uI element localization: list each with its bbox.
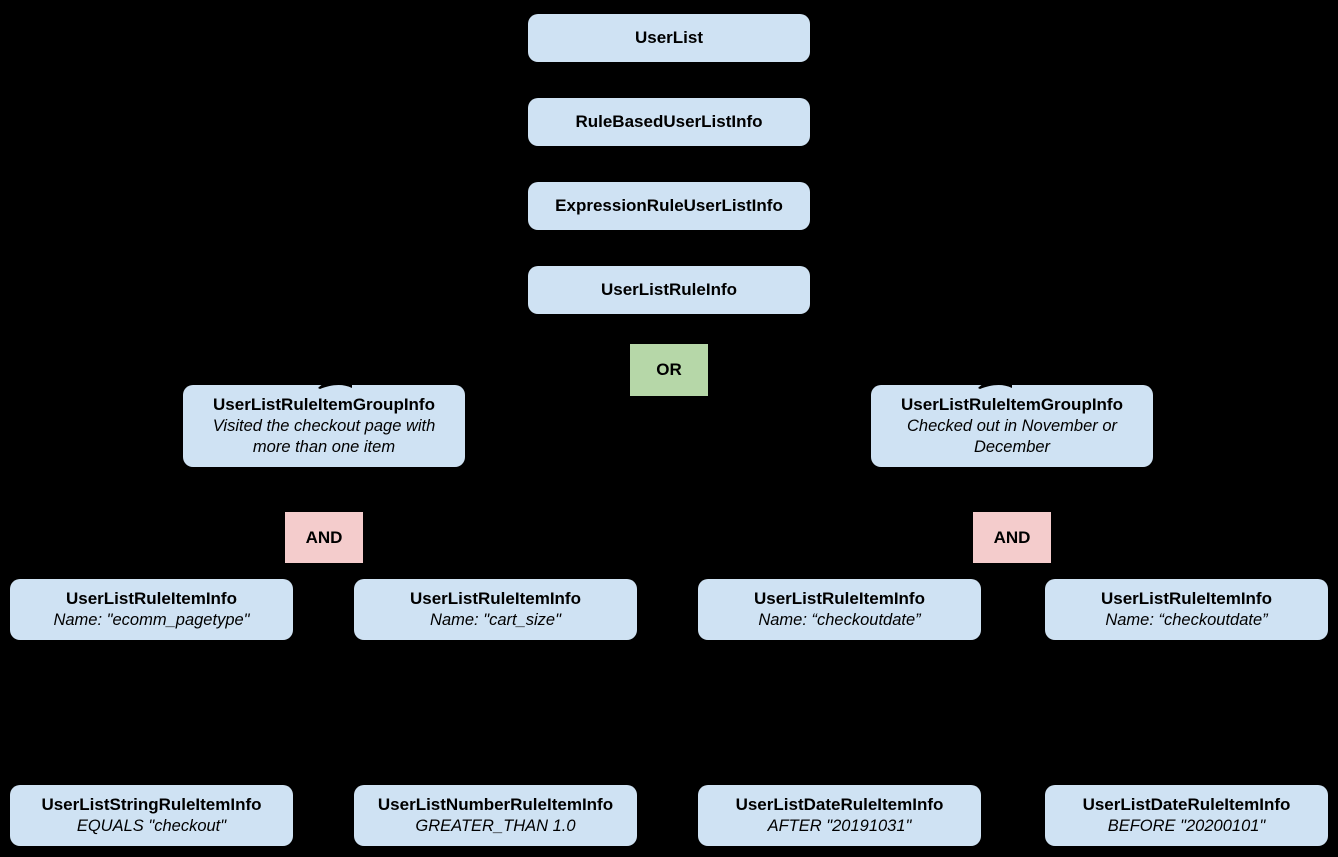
node-subtitle: Name: “checkoutdate” xyxy=(758,610,921,629)
node-dateruleiteminfo-after: UserListDateRuleItemInfo AFTER "20191031… xyxy=(698,785,981,846)
node-dateruleiteminfo-before: UserListDateRuleItemInfo BEFORE "2020010… xyxy=(1045,785,1328,846)
node-userlistruleinfo: UserListRuleInfo xyxy=(528,266,810,314)
node-stringruleiteminfo: UserListStringRuleItemInfo EQUALS "check… xyxy=(10,785,293,846)
node-rulebaseduserlistinfo: RuleBasedUserListInfo xyxy=(528,98,810,146)
node-subtitle: Visited the checkout page with more than… xyxy=(212,416,436,456)
node-or-operator: OR xyxy=(630,344,708,396)
node-ruleitem-checkoutdate-2: UserListRuleItemInfo Name: “checkoutdate… xyxy=(1045,579,1328,640)
node-subtitle: EQUALS "checkout" xyxy=(76,816,227,835)
node-ruleitem-cart-size: UserListRuleItemInfo Name: "cart_size" xyxy=(354,579,637,640)
node-title: ExpressionRuleUserListInfo xyxy=(555,196,783,216)
node-title: UserListRuleItemInfo xyxy=(1101,589,1272,609)
node-and-operator-right: AND xyxy=(973,512,1051,563)
node-title: UserListDateRuleItemInfo xyxy=(1082,795,1291,815)
node-subtitle: Name: "ecomm_pagetype" xyxy=(53,610,250,629)
node-title: UserListRuleInfo xyxy=(600,280,738,300)
node-title: UserListRuleItemGroupInfo xyxy=(213,395,435,415)
node-subtitle: GREATER_THAN 1.0 xyxy=(415,816,576,835)
node-expressionruleuserlistinfo: ExpressionRuleUserListInfo xyxy=(528,182,810,230)
node-title: UserListRuleItemInfo xyxy=(754,589,925,609)
node-subtitle: AFTER "20191031" xyxy=(767,816,912,835)
node-title: RuleBasedUserListInfo xyxy=(575,112,763,132)
node-and-operator-left: AND xyxy=(285,512,363,563)
connector-arrowhead-icon xyxy=(318,378,352,389)
node-title: UserListStringRuleItemInfo xyxy=(41,795,262,815)
node-title: UserListRuleItemInfo xyxy=(410,589,581,609)
node-ruleitem-ecomm-pagetype: UserListRuleItemInfo Name: "ecomm_pagety… xyxy=(10,579,293,640)
node-subtitle: Name: “checkoutdate” xyxy=(1105,610,1268,629)
node-subtitle: Checked out in November or December xyxy=(906,416,1118,456)
operator-label: OR xyxy=(656,360,682,379)
node-subtitle: Name: "cart_size" xyxy=(430,610,561,629)
node-numberruleiteminfo: UserListNumberRuleItemInfo GREATER_THAN … xyxy=(354,785,637,846)
node-title: UserList xyxy=(634,28,704,48)
operator-label: AND xyxy=(305,527,343,547)
node-userlist: UserList xyxy=(528,14,810,62)
operator-label: AND xyxy=(993,527,1031,547)
node-title: UserListRuleItemGroupInfo xyxy=(901,395,1123,415)
node-title: UserListRuleItemInfo xyxy=(66,589,237,609)
node-subtitle: BEFORE "20200101" xyxy=(1107,816,1266,835)
node-title: UserListDateRuleItemInfo xyxy=(735,795,944,815)
node-group-checked-out-nov-dec: UserListRuleItemGroupInfo Checked out in… xyxy=(871,385,1153,467)
node-ruleitem-checkoutdate-1: UserListRuleItemInfo Name: “checkoutdate… xyxy=(698,579,981,640)
connector-arrowhead-icon xyxy=(978,378,1012,389)
node-group-checkout-page: UserListRuleItemGroupInfo Visited the ch… xyxy=(183,385,465,467)
node-title: UserListNumberRuleItemInfo xyxy=(377,795,614,815)
